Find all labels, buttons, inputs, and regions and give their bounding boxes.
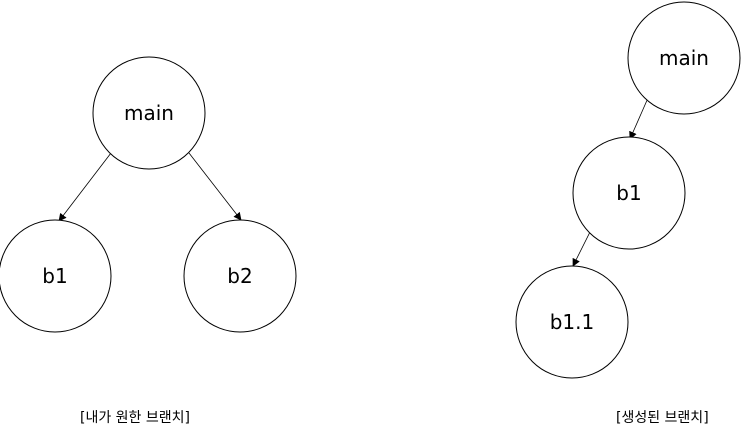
right-node-b1-1: b1.1	[515, 265, 629, 379]
left-node-b2-label: b2	[227, 264, 252, 288]
right-node-main-label: main	[659, 46, 709, 70]
left-node-main-label: main	[124, 101, 174, 125]
right-diagram-caption: [생성된 브랜치]	[616, 410, 709, 426]
left-node-main: main	[92, 56, 206, 170]
edge-b1-to-b1-1	[572, 231, 591, 267]
edge-main-to-b2	[188, 152, 242, 221]
left-node-b1-label: b1	[42, 264, 67, 288]
left-diagram: main b1 b2	[0, 56, 297, 333]
right-diagram: main b1 b1.1	[515, 1, 741, 379]
right-node-main: main	[627, 1, 741, 115]
edge-main-to-b1	[58, 152, 112, 222]
right-node-b1: b1	[572, 136, 686, 250]
left-node-b1: b1	[0, 219, 112, 333]
edge-main-to-b1-right	[629, 97, 649, 140]
right-node-b1-label: b1	[616, 181, 641, 205]
right-node-b1-1-label: b1.1	[550, 310, 595, 334]
left-diagram-caption: [내가 원한 브랜치]	[80, 410, 190, 426]
left-node-b2: b2	[183, 219, 297, 333]
